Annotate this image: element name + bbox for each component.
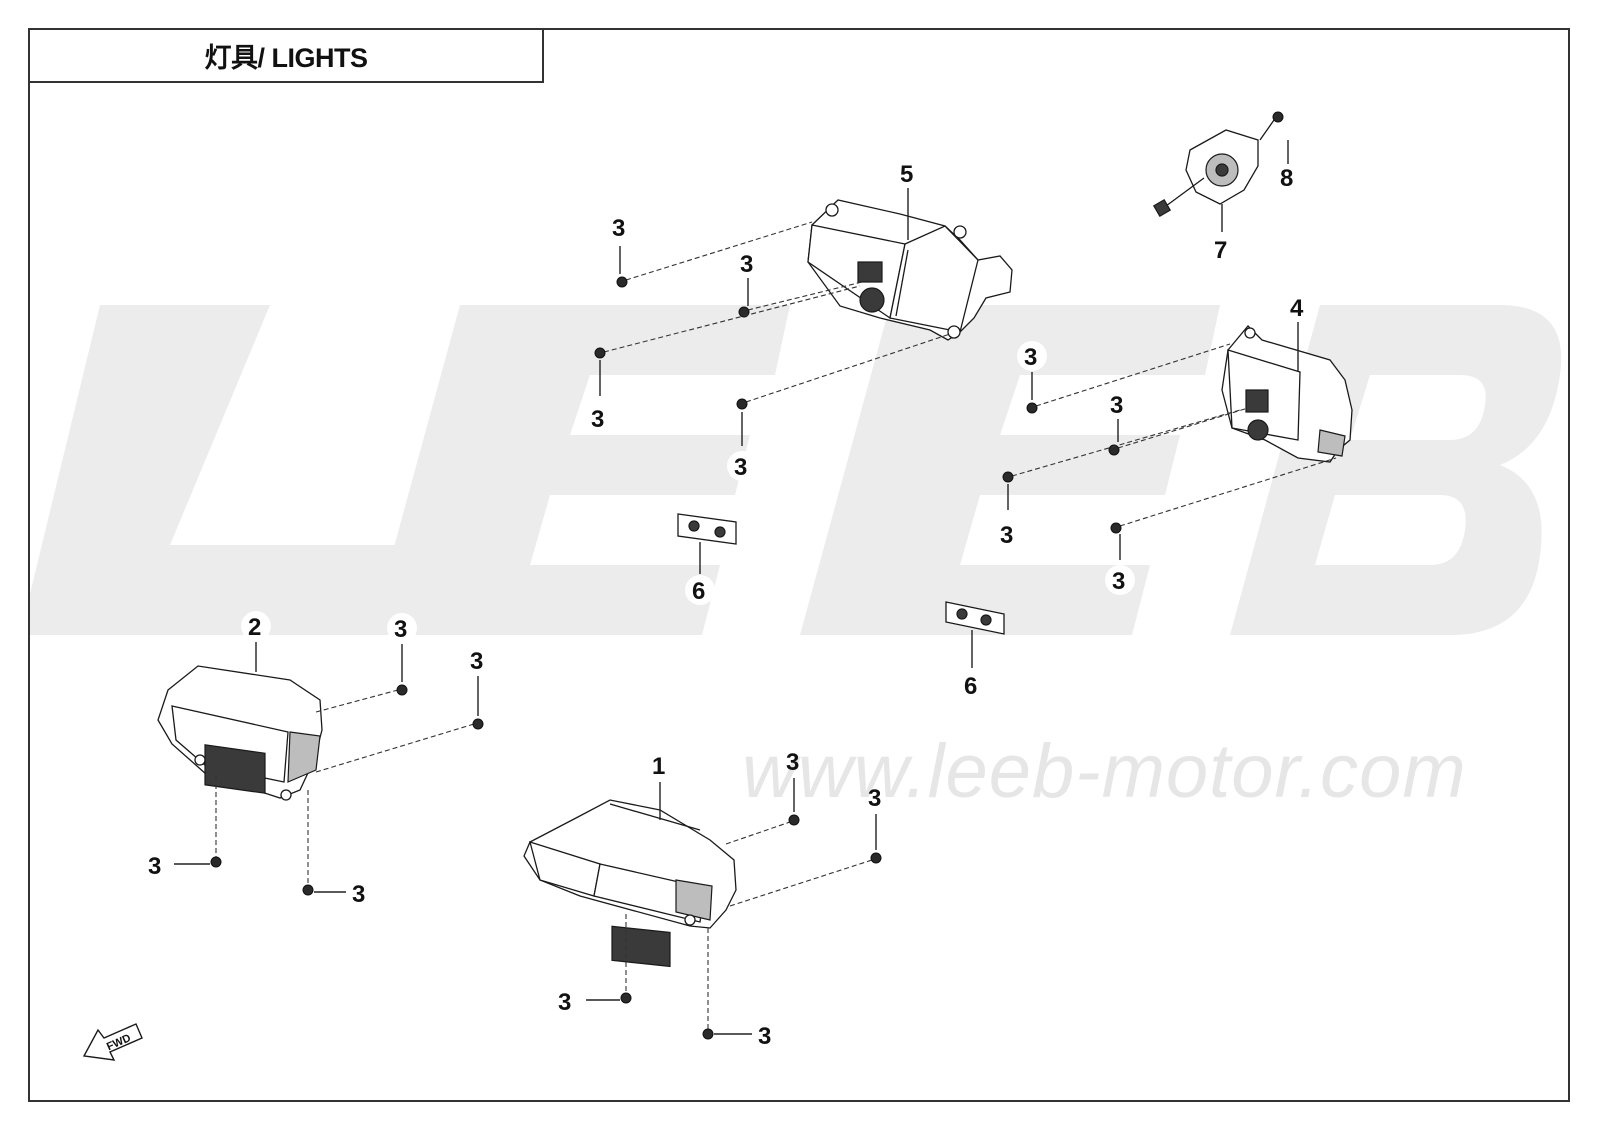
callout-1: 1 [652,753,665,780]
callout-3: 3 [558,989,571,1016]
leader-lines [174,140,1299,1035]
svg-text:3: 3 [1110,392,1123,419]
fwd-arrow-icon: FWD [82,1023,143,1061]
diagram-frame [28,28,1570,1102]
light-housing-part-4 [1221,325,1353,463]
svg-text:3: 3 [1112,568,1125,595]
bracket-part-6-right [945,601,1005,635]
callout-3: 3 [352,881,365,908]
callout-3: 3 [612,215,625,242]
callout-3: 3 [758,1023,771,1050]
callout-7: 7 [1214,237,1227,264]
svg-text:3: 3 [470,648,483,675]
small-lamp-part-7 [1152,129,1259,218]
callout-3: 3 [740,251,753,278]
callout-6-badge: 6 [685,575,715,605]
website-watermark: www.leeb-motor.com [742,729,1467,814]
headlight-part-1 [523,799,737,968]
callout-3-badge: 3 [463,645,493,675]
callout-2-badge: 2 [241,611,271,641]
callout-8: 8 [1280,165,1293,192]
svg-text:3: 3 [591,406,604,433]
callout-3-badge: 3 [387,613,417,643]
svg-text:3: 3 [1024,344,1037,371]
svg-text:3: 3 [394,616,407,643]
callout-3: 3 [148,853,161,880]
callout-3-badge: 3 [727,451,757,481]
callout-3-badge: 3 [584,403,614,433]
callout-4: 4 [1290,295,1304,322]
svg-text:6: 6 [692,578,705,605]
callout-3-badge: 3 [993,519,1023,549]
screws-part-3 [210,221,1337,1040]
callout-6: 6 [964,673,977,700]
bracket-part-6-left [677,513,737,545]
callout-3-badge: 3 [1017,341,1047,371]
light-housing-part-5 [807,199,1013,341]
svg-text:3: 3 [1000,522,1013,549]
svg-text:3: 3 [734,454,747,481]
callout-3: 3 [868,785,881,812]
headlight-part-2 [157,665,323,801]
callout-5: 5 [900,161,913,188]
page-title: 灯具/ LIGHTS [28,28,544,83]
callout-labels: 3 3 3 3 5 8 7 4 3 3 3 3 [148,161,1304,1050]
callout-3-badge: 3 [1103,389,1133,419]
bolt-part-8 [1259,111,1284,141]
callout-3-badge: 3 [1105,565,1135,595]
callout-3: 3 [786,749,799,776]
svg-text:2: 2 [248,614,261,641]
